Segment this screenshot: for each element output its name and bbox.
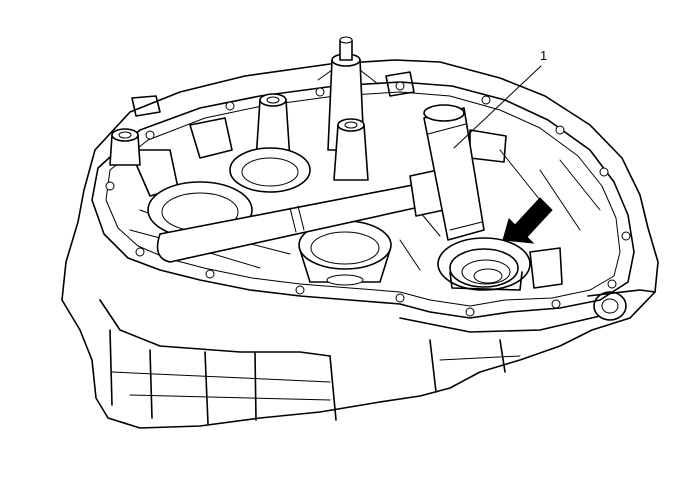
flange-bolt-holes bbox=[105, 81, 631, 317]
seal-installer-tool bbox=[156, 104, 485, 263]
case-flange bbox=[91, 81, 635, 319]
case-bosses bbox=[109, 36, 507, 181]
callout-label-1: 1 bbox=[540, 48, 547, 63]
direction-arrow bbox=[502, 197, 553, 244]
seal-bore bbox=[437, 237, 563, 291]
callout-leader bbox=[453, 65, 542, 149]
